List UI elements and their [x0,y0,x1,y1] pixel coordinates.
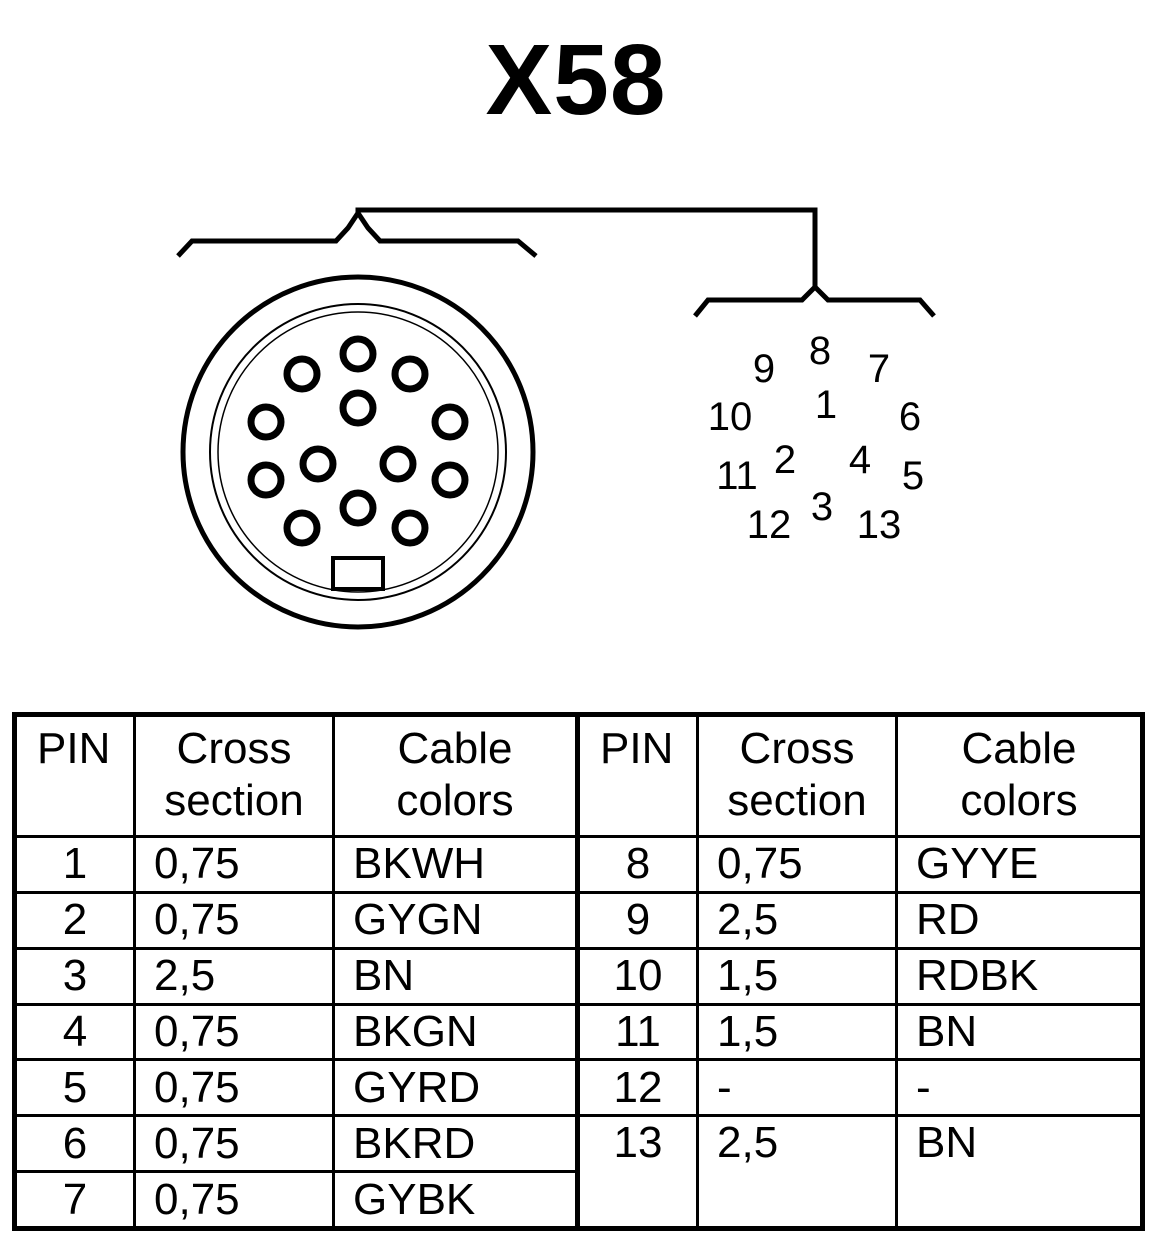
cross-section-value: 0,75 [133,1170,335,1230]
pin-hole [391,509,429,547]
pin-label: 9 [753,347,775,391]
header-text: colors [396,776,514,825]
cable-color-value: BKRD [332,1114,580,1174]
cable-color-value: GYYE [895,835,1144,894]
header-pin-right: PIN [576,713,699,838]
cable-color-value: BN [895,1114,1144,1230]
pin-hole [247,461,285,499]
pin-hole [339,335,377,373]
pin-number: 10 [576,946,699,1006]
pin-number: 13 [576,1114,699,1230]
pin-number: 8 [576,835,699,894]
pin-label: 8 [809,329,831,373]
cable-color-value: RDBK [895,946,1144,1006]
header-text: section [727,776,867,825]
pin-label: 2 [774,438,796,482]
pin-label: 5 [902,454,924,498]
pin-hole [431,403,469,441]
cross-section-value: 0,75 [133,1058,335,1118]
pin-number: 12 [576,1058,699,1118]
header-text: colors [960,776,1078,825]
header-text: section [164,776,304,825]
pin-hole [283,509,321,547]
header-cable-colors-right: Cable colors [895,713,1144,838]
pin-label: 4 [849,438,871,482]
pin-label: 13 [857,503,902,547]
cable-color-value: GYBK [332,1170,580,1230]
header-text: Cross [739,724,855,773]
header-cross-section-left: Cross section [133,713,335,838]
header-text: Cross [176,724,292,773]
cable-color-value: BKWH [332,835,580,894]
cable-color-value: GYGN [332,890,580,950]
pin-label: 10 [708,395,753,439]
cross-section-value: 2,5 [133,946,335,1006]
table-row: 4 0,75 BKGN 11 1,5 BN [13,1002,1144,1062]
connector-key-notch [331,556,385,591]
pin-label: 11 [716,454,758,498]
pin-number: 7 [13,1170,136,1230]
pin-label: 7 [868,347,890,391]
cable-color-value: RD [895,890,1144,950]
pin-label: 12 [747,503,792,547]
pin-label: 6 [899,395,921,439]
cross-section-value: 2,5 [696,1114,898,1230]
connector-title: X58 [485,24,667,136]
pin-label: 1 [815,383,837,427]
cross-section-value: 0,75 [133,1114,335,1174]
pin-number: 4 [13,1002,136,1062]
table-row: 2 0,75 GYGN 9 2,5 RD [13,890,1144,950]
cable-color-value: GYRD [332,1058,580,1118]
pin-hole [299,445,337,483]
pin-holes [247,335,469,547]
header-cross-section-right: Cross section [696,713,898,838]
cross-section-value: 0,75 [696,835,898,894]
header-pin-left: PIN [13,713,136,838]
pin-assignment-table: PIN Cross section Cable colors PIN Cross… [12,712,1145,1231]
cross-section-value: - [696,1058,898,1118]
pin-number: 2 [13,890,136,950]
pin-hole [379,445,417,483]
pin-hole [283,355,321,393]
pin-number: 9 [576,890,699,950]
table-row: 5 0,75 GYRD 12 - - [13,1058,1144,1118]
pin-hole [339,389,377,427]
table-row: 3 2,5 BN 10 1,5 RDBK [13,946,1144,1006]
table-header-row: PIN Cross section Cable colors PIN Cross… [13,713,1144,838]
header-cable-colors-left: Cable colors [332,713,580,838]
pin-number: 1 [13,835,136,894]
connector-outer-ring [180,274,536,630]
cable-color-value: BN [895,1002,1144,1062]
header-text: Cable [397,724,513,773]
cable-color-value: BKGN [332,1002,580,1062]
table-row: 6 0,75 BKRD 13 2,5 BN [13,1114,1144,1230]
pin-label: 3 [811,485,833,529]
pin-number: 3 [13,946,136,1006]
connector-inner-ring-2 [217,311,499,593]
pin-number: 5 [13,1058,136,1118]
cross-section-value: 0,75 [133,835,335,894]
cross-section-value: 1,5 [696,1002,898,1062]
cable-color-value: - [895,1058,1144,1118]
header-text: Cable [961,724,1077,773]
connector-inner-ring [209,303,507,601]
connector-face [180,274,536,630]
table-row: 1 0,75 BKWH 8 0,75 GYYE [13,835,1144,894]
pin-number: 6 [13,1114,136,1174]
table-row: 7 0,75 GYBK [13,1170,1143,1230]
cable-color-value: BN [332,946,580,1006]
cross-section-value: 0,75 [133,1002,335,1062]
cross-section-value: 0,75 [133,890,335,950]
pin-hole [391,355,429,393]
cross-section-value: 2,5 [696,890,898,950]
pin-hole [339,489,377,527]
pin-hole [247,403,285,441]
pin-number: 11 [576,1002,699,1062]
cross-section-value: 1,5 [696,946,898,1006]
bracket-connector [176,207,936,318]
pin-hole [431,461,469,499]
